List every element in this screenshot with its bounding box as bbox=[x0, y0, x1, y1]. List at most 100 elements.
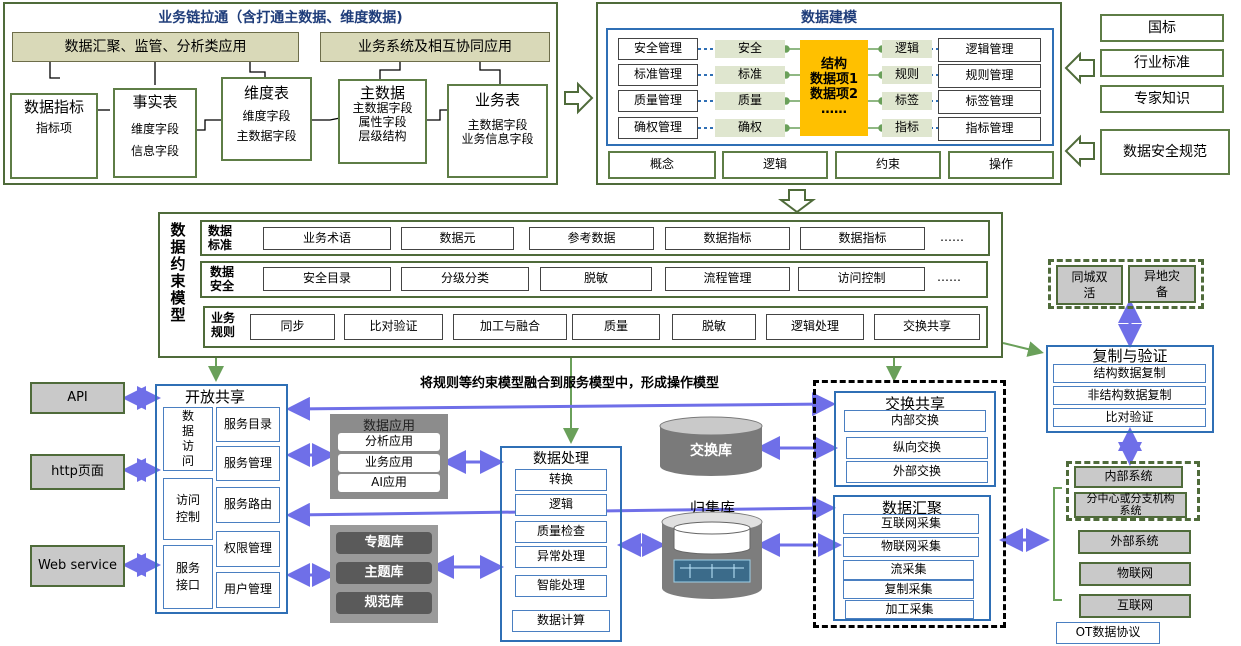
constraint-item: 安全目录 bbox=[263, 267, 391, 291]
dr-item: 异地灾备 bbox=[1128, 265, 1196, 303]
table-business-title: 业务表 bbox=[474, 91, 520, 109]
constraint-item: 数据指标 bbox=[800, 227, 925, 250]
table-dimension: 维度表 维度字段 主数据字段 bbox=[221, 77, 312, 161]
table-business-line: 主数据字段 bbox=[467, 118, 528, 133]
data-app-item: AI应用 bbox=[338, 474, 440, 492]
collect-item: 物联网采集 bbox=[843, 537, 979, 557]
exchange-item: 内部交换 bbox=[844, 410, 986, 432]
analysis-apps-box: 数据汇聚、监管、分析类应用 bbox=[12, 32, 299, 62]
data-modeling-title: 数据建模 bbox=[801, 10, 857, 26]
open-share-group-label: 访问控制 bbox=[175, 493, 200, 524]
model-midright-item: 标签 bbox=[882, 92, 932, 110]
structure-line: …… bbox=[821, 101, 847, 117]
model-midright-item: 逻辑 bbox=[882, 40, 932, 58]
constraint-row-rules bbox=[203, 306, 988, 348]
model-midleft-item: 标准 bbox=[715, 66, 785, 84]
open-share-group-label: 数据访问 bbox=[181, 409, 194, 468]
constraint-item: 数据元 bbox=[401, 227, 514, 250]
open-share-group-label: 服务接口 bbox=[175, 561, 200, 592]
processing-panel: 数据处理 bbox=[500, 446, 622, 642]
table-dimension-title: 维度表 bbox=[243, 84, 289, 102]
constraint-model-panel bbox=[158, 212, 1003, 358]
source-outer: 互联网 bbox=[1079, 594, 1191, 618]
exchange-item: 纵向交换 bbox=[846, 437, 988, 459]
exchange-item: 外部交换 bbox=[846, 461, 988, 483]
table-fact-title: 事实表 bbox=[132, 93, 178, 111]
open-share-group-access: 数据访问 bbox=[163, 407, 213, 471]
replication-item: 非结构数据复制 bbox=[1053, 386, 1206, 405]
business-chain-panel: 业务链拉通（含打通主数据、维度数据) bbox=[3, 2, 558, 185]
data-app-item: 业务应用 bbox=[338, 454, 440, 472]
model-midleft-item: 确权 bbox=[715, 119, 785, 137]
constraint-item: 参考数据 bbox=[529, 227, 654, 250]
constraint-item: 加工与融合 bbox=[453, 314, 567, 340]
table-fact-line: 维度字段 bbox=[130, 122, 179, 137]
processing-item: 智能处理 bbox=[515, 575, 607, 597]
model-midleft-item: 安全 bbox=[715, 40, 785, 58]
model-left-item: 质量管理 bbox=[618, 90, 698, 112]
source-outer: 外部系统 bbox=[1078, 530, 1191, 554]
constraint-model-title: 数据约束模型 bbox=[170, 221, 186, 324]
structure-line: 结构 bbox=[820, 57, 847, 73]
structure-line: 数据项2 bbox=[809, 87, 859, 102]
exchange-db-cylinder bbox=[659, 416, 763, 476]
constraint-item: 逻辑处理 bbox=[766, 314, 864, 340]
exchange-db-label: 交换库 bbox=[690, 443, 732, 459]
source-branch-label: 分中心或分支机构系统 bbox=[1086, 492, 1175, 517]
client-api: API bbox=[30, 382, 125, 414]
processing-item: 转换 bbox=[515, 469, 607, 491]
constraint-item: 业务术语 bbox=[263, 227, 391, 250]
open-share-title: 开放共享 bbox=[185, 388, 246, 406]
model-left-item: 标准管理 bbox=[618, 64, 698, 86]
exchange-panel: 交换共享 bbox=[834, 391, 996, 487]
replication-panel: 复制与验证 bbox=[1046, 345, 1214, 433]
model-left-item: 确权管理 bbox=[618, 117, 698, 139]
processing-item: 数据计算 bbox=[512, 610, 610, 632]
table-metric-title: 数据指标 bbox=[23, 98, 84, 116]
constraint-row-label: 业务规则 bbox=[211, 311, 236, 339]
dr-item-label: 异地灾备 bbox=[1144, 269, 1181, 299]
constraint-row-security bbox=[200, 261, 988, 298]
model-midright-item: 规则 bbox=[882, 66, 932, 84]
constraint-row-label: 数据安全 bbox=[210, 265, 235, 293]
data-apps-title: 数据应用 bbox=[362, 419, 415, 434]
table-master-line: 层级结构 bbox=[358, 128, 407, 143]
model-bottom-item: 约束 bbox=[835, 151, 941, 179]
table-metric: 数据指标 指标项 bbox=[10, 93, 98, 179]
open-share-panel: 开放共享 bbox=[155, 384, 288, 614]
processing-item: 质量检查 bbox=[515, 521, 607, 543]
constraint-item: 流程管理 bbox=[665, 267, 790, 291]
constraint-item: 比对验证 bbox=[344, 314, 443, 340]
constraint-item: 同步 bbox=[250, 314, 335, 340]
inner-sources-frame bbox=[1066, 461, 1200, 521]
collect-item: 加工采集 bbox=[845, 600, 974, 619]
constraint-item: 分级分类 bbox=[401, 267, 529, 291]
business-apps-box: 业务系统及相互协同应用 bbox=[320, 32, 550, 62]
constraint-row-label: 数据标准 bbox=[208, 224, 233, 252]
replication-item: 结构数据复制 bbox=[1053, 364, 1206, 383]
lib-item: 主题库 bbox=[336, 562, 432, 584]
open-share-item: 服务路由 bbox=[216, 487, 280, 523]
model-right-item: 规则管理 bbox=[938, 64, 1041, 88]
open-share-item: 服务管理 bbox=[216, 446, 280, 481]
table-master-data: 主数据 主数据字段 属性字段 层级结构 bbox=[338, 79, 427, 164]
model-bottom-item: 逻辑 bbox=[722, 151, 828, 179]
table-fact: 事实表 维度字段 信息字段 bbox=[113, 88, 197, 178]
table-business-line: 业务信息字段 bbox=[461, 132, 534, 147]
table-metric-line: 指标项 bbox=[35, 121, 72, 136]
dr-frame bbox=[1048, 259, 1204, 309]
constraint-item: 脱敏 bbox=[672, 314, 756, 340]
constraint-ellipsis: …… bbox=[940, 230, 964, 244]
constraint-ellipsis: …… bbox=[937, 270, 961, 284]
structure-line: 数据项1 bbox=[809, 72, 859, 88]
open-share-group-control: 访问控制 bbox=[163, 478, 213, 540]
exchange-collect-frame bbox=[813, 380, 1006, 628]
client-http: http页面 bbox=[30, 454, 125, 490]
model-bottom-item: 概念 bbox=[608, 151, 716, 179]
table-master-title: 主数据 bbox=[359, 84, 405, 102]
modeling-inner-frame bbox=[606, 28, 1054, 146]
constraint-item: 质量 bbox=[572, 314, 660, 340]
dr-item-label: 同城双活 bbox=[1071, 270, 1108, 300]
standard-national: 国标 bbox=[1100, 14, 1224, 42]
model-left-item: 安全管理 bbox=[618, 38, 698, 60]
